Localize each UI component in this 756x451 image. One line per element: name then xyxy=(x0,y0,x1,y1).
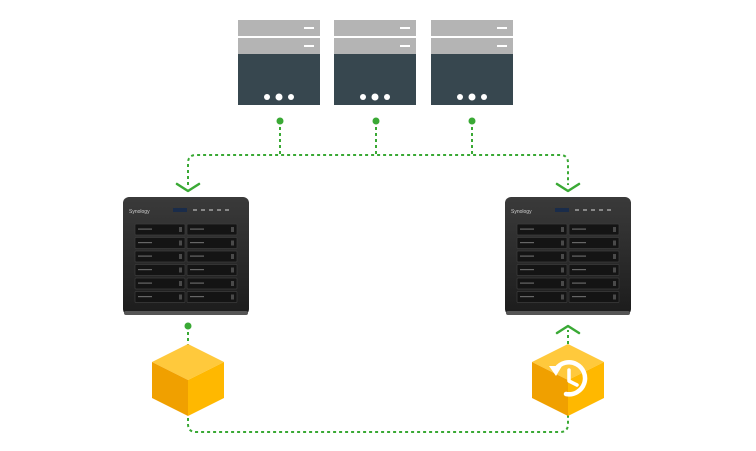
drive-bay xyxy=(186,277,238,290)
nas-brand-label: Synology xyxy=(129,209,150,215)
drive-bay xyxy=(516,291,568,303)
package-cube-icon xyxy=(152,344,224,416)
host-bus-connector xyxy=(175,117,581,193)
drive-bay xyxy=(568,264,620,276)
nas-icon: Synology xyxy=(505,197,631,315)
drive-bay xyxy=(568,291,620,303)
drive-bay xyxy=(134,250,186,263)
server-host-icon xyxy=(431,20,513,105)
nas-group: Synology Synology xyxy=(123,197,631,315)
drive-bay xyxy=(186,223,238,236)
replication-loop-connector xyxy=(184,322,581,433)
drive-bay xyxy=(516,223,568,236)
nas-brand-label: Synology xyxy=(511,209,532,215)
arrow-down-right-icon xyxy=(555,182,581,193)
drive-bay xyxy=(568,250,620,263)
host-group xyxy=(238,20,513,105)
drive-bay xyxy=(186,264,238,276)
restore-package xyxy=(532,344,604,416)
drive-bay xyxy=(568,223,620,236)
restore-clock-icon xyxy=(532,344,604,416)
server-host-icon xyxy=(238,20,320,105)
drive-bay xyxy=(186,291,238,303)
drive-bay xyxy=(516,237,568,249)
drive-bay xyxy=(516,264,568,276)
drive-bay xyxy=(568,237,620,249)
drive-bay xyxy=(186,250,238,263)
drive-bay xyxy=(134,291,186,303)
nas-icon: Synology xyxy=(123,197,249,315)
drive-bay xyxy=(134,223,186,236)
drive-bay xyxy=(134,277,186,290)
arrow-down-left-icon xyxy=(175,182,201,193)
drive-bay xyxy=(568,277,620,290)
server-host-icon xyxy=(334,20,416,105)
drive-bay xyxy=(516,250,568,263)
drive-bay xyxy=(134,264,186,276)
drive-bay xyxy=(516,277,568,290)
snapshot-package xyxy=(152,344,224,416)
arrow-up-icon xyxy=(555,324,581,335)
drive-bay xyxy=(134,237,186,249)
clock-icon xyxy=(549,360,588,397)
drive-bay xyxy=(186,237,238,249)
